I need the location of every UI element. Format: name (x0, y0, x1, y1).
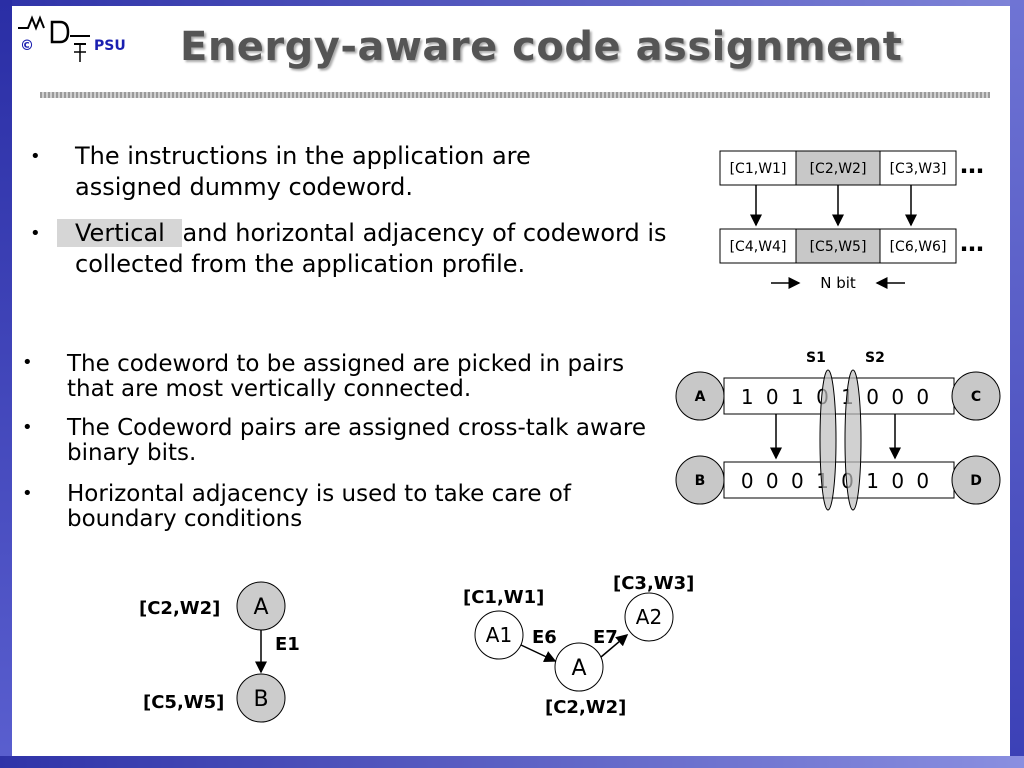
node-a-label: A (253, 595, 268, 620)
bullet-dot: • (30, 223, 41, 244)
node-a2-label: A2 (636, 605, 662, 629)
node-b-label: B (253, 687, 268, 712)
slide-title: Energy-aware code assignment (180, 24, 903, 70)
node-d-label: D (970, 473, 982, 489)
bullet-dot: • (22, 483, 33, 504)
graph-large: A1 A A2 [C1,W1] [C2,W2] [C3,W3] E6 E7 (463, 573, 694, 718)
node-a-label: A (571, 656, 586, 681)
bullet-1-text: The instructions in the application are … (75, 142, 531, 201)
bit-row-b-box (723, 461, 955, 499)
grid-ellipsis: … (960, 229, 984, 257)
bullet-5-text: Horizontal adjacency is used to take car… (67, 481, 571, 532)
node-a-label: A (695, 389, 706, 405)
label-c2w2: [C2,W2] (139, 598, 220, 619)
logo-psu-text: PSU (94, 38, 126, 54)
edge-e7-label: E7 (593, 627, 618, 648)
s2-label: S2 (865, 350, 885, 366)
bullet-3-text: The codeword to be assigned are picked i… (67, 351, 625, 402)
frame-top (0, 0, 1024, 6)
grid-label: [C6,W6] (890, 239, 947, 255)
node-a1 (474, 610, 524, 660)
node-a1-label: A1 (486, 623, 512, 647)
grid-label: [C3,W3] (890, 161, 947, 177)
node-c (951, 371, 1001, 421)
edge-e6 (520, 644, 557, 662)
node-a (554, 642, 604, 692)
grid-label: [C4,W4] (730, 239, 787, 255)
edge-e7 (600, 634, 629, 658)
bullet-dot: • (30, 146, 41, 167)
s1-highlight (819, 369, 837, 511)
grid-cell (719, 150, 797, 186)
frame-bottom (0, 756, 1024, 768)
node-b-label: B (695, 473, 706, 489)
label-c3w3: [C3,W3] (613, 573, 694, 594)
node-c-label: C (971, 389, 981, 405)
bit-assignment-diagram: 1 0 1 0 1 0 0 0 0 0 0 1 0 1 0 0 S1 S2 A … (675, 350, 1001, 511)
s1-label: S1 (806, 350, 826, 366)
grid-label: [C1,W1] (730, 161, 787, 177)
label-c1w1: [C1,W1] (463, 587, 544, 608)
n-bit-label: N bit (820, 274, 856, 292)
graph-small: A B [C2,W2] [C5,W5] E1 (139, 581, 300, 723)
bullet-2: Vertical and horizontal adjacency of cod… (57, 218, 675, 280)
bullet-2-text: and horizontal adjacency of codeword is … (75, 219, 667, 278)
s2-highlight (844, 369, 862, 511)
bullet-4-text: The Codeword pairs are assigned cross-ta… (67, 415, 647, 466)
node-d (951, 455, 1001, 505)
codeword-grid-diagram: [C1,W1] [C2,W2] [C3,W3] [C4,W4] [C5,W5] … (719, 150, 984, 292)
grid-cell (879, 150, 957, 186)
grid-cell (879, 228, 957, 264)
grid-label: [C5,W5] (810, 239, 867, 255)
title-rule (40, 92, 990, 98)
edge-e6-label: E6 (532, 627, 557, 648)
edge-e1-label: E1 (275, 634, 300, 655)
node-b (236, 673, 286, 723)
bit-row-a-box (723, 377, 955, 415)
label-c2w2: [C2,W2] (545, 697, 626, 718)
grid-cell (719, 228, 797, 264)
node-b (675, 455, 725, 505)
grid-cell (795, 228, 881, 264)
frame-left (0, 0, 12, 768)
bullet-dot: • (22, 352, 33, 373)
bullet-dot: • (22, 417, 33, 438)
grid-label: [C2,W2] (810, 161, 867, 177)
copyright-mark: © (20, 38, 34, 54)
md-logo-icon (18, 15, 90, 62)
node-a2 (624, 592, 674, 642)
label-c5w5: [C5,W5] (143, 692, 224, 713)
node-a (675, 371, 725, 421)
bullet-2-highlight: Vertical (57, 219, 183, 247)
frame-right (1010, 0, 1024, 768)
grid-ellipsis: … (960, 151, 984, 179)
